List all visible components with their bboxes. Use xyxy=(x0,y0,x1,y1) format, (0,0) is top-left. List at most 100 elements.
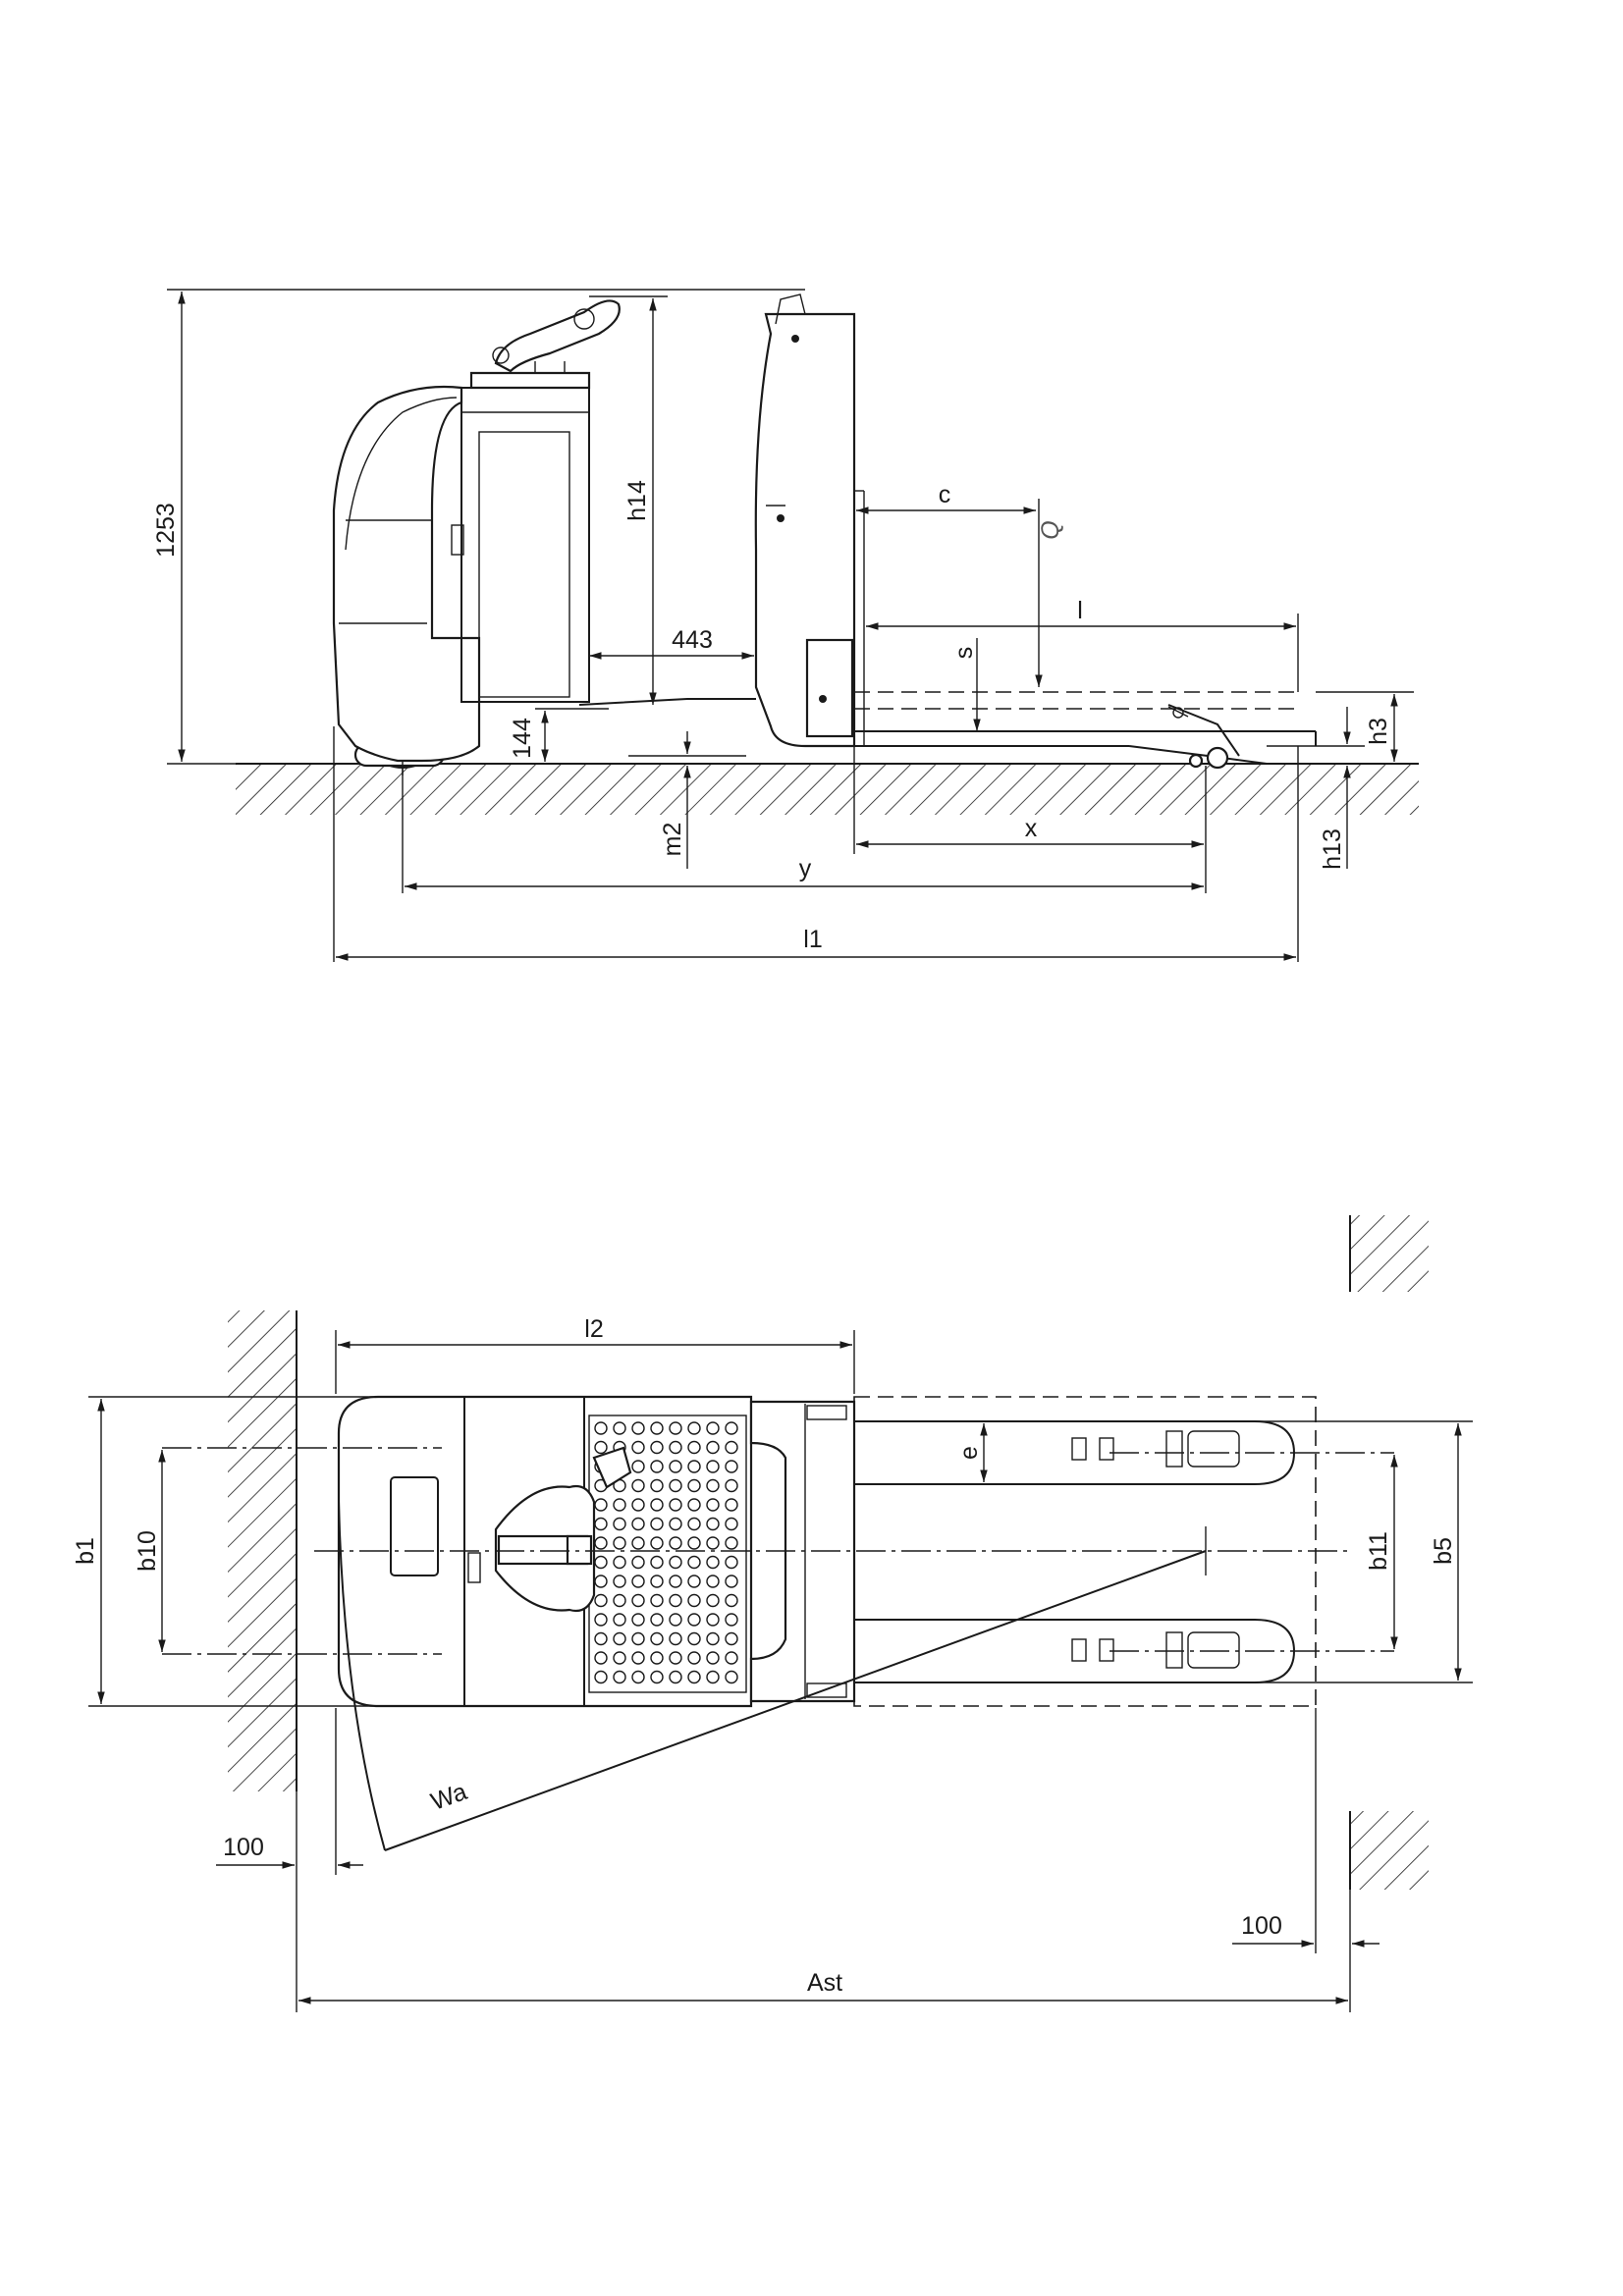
mesh-hole xyxy=(631,1478,645,1493)
mesh-hole xyxy=(613,1631,626,1646)
mesh-hole xyxy=(650,1651,664,1665)
mesh-hole xyxy=(725,1631,738,1646)
dim-l2 xyxy=(335,1330,855,1394)
label-Ast: Ast xyxy=(807,1969,842,1997)
mesh-hole xyxy=(669,1498,682,1512)
mesh-hole xyxy=(669,1440,682,1455)
mesh-hole xyxy=(669,1555,682,1570)
mesh-hole xyxy=(631,1498,645,1512)
mesh-hole xyxy=(650,1575,664,1588)
mesh-hole xyxy=(706,1478,720,1493)
mesh-hole xyxy=(631,1651,645,1665)
dim-Ast xyxy=(296,1791,1351,2012)
mesh-hole xyxy=(650,1593,664,1608)
turning-radius-line xyxy=(384,1550,1207,1851)
mesh-hole xyxy=(594,1593,608,1608)
mesh-hole xyxy=(706,1536,720,1550)
mesh-hole xyxy=(687,1631,701,1646)
mesh-hole xyxy=(669,1613,682,1627)
mesh-hole xyxy=(613,1593,626,1608)
dim-b1 xyxy=(88,1396,378,1707)
label-b11: b11 xyxy=(1365,1531,1392,1571)
mesh-hole xyxy=(669,1631,682,1646)
mesh-hole xyxy=(706,1440,720,1455)
mesh-hole xyxy=(725,1478,738,1493)
dim-144 xyxy=(535,708,609,762)
mesh-hole xyxy=(650,1421,664,1435)
mesh-hole xyxy=(631,1555,645,1570)
mesh-hole xyxy=(613,1575,626,1588)
mesh-hole xyxy=(687,1421,701,1435)
mesh-hole xyxy=(706,1613,720,1627)
mesh-hole xyxy=(650,1536,664,1550)
mesh-hole xyxy=(650,1555,664,1570)
mesh-hole xyxy=(706,1498,720,1512)
mesh-hole xyxy=(631,1593,645,1608)
mesh-hole xyxy=(613,1555,626,1570)
label-clearance-left: 100 xyxy=(223,1834,264,1861)
mesh-hole xyxy=(687,1478,701,1493)
mesh-hole xyxy=(687,1460,701,1473)
mesh-hole xyxy=(725,1593,738,1608)
label-overall-height: 1253 xyxy=(152,503,180,558)
mesh-hole xyxy=(631,1440,645,1455)
dim-m2 xyxy=(628,731,746,869)
mesh-hole xyxy=(594,1631,608,1646)
mesh-hole xyxy=(669,1478,682,1493)
mesh-hole xyxy=(669,1575,682,1588)
label-m2: m2 xyxy=(659,823,686,857)
mesh-hole xyxy=(669,1421,682,1435)
mesh-hole xyxy=(650,1440,664,1455)
label-b5: b5 xyxy=(1430,1537,1457,1565)
mesh-hole xyxy=(706,1575,720,1588)
mesh-hole xyxy=(687,1651,701,1665)
mesh-hole xyxy=(613,1670,626,1684)
mesh-hole xyxy=(650,1498,664,1512)
mesh-hole xyxy=(725,1613,738,1627)
label-l1: l1 xyxy=(803,926,822,953)
label-c: c xyxy=(939,481,951,508)
load-backrest xyxy=(754,294,865,748)
mesh-hole xyxy=(725,1517,738,1531)
mesh-hole xyxy=(631,1517,645,1531)
mesh-hole xyxy=(594,1498,608,1512)
label-Q: Q xyxy=(1037,520,1064,539)
operator-platform xyxy=(578,698,756,706)
wall-right-top xyxy=(1350,1215,1429,1292)
mesh-hole xyxy=(706,1670,720,1684)
mesh-hole xyxy=(613,1613,626,1627)
label-h13: h13 xyxy=(1319,828,1346,870)
mesh-hole xyxy=(725,1440,738,1455)
mesh-hole xyxy=(706,1460,720,1473)
label-h3: h3 xyxy=(1365,718,1392,745)
label-Wa: Wa xyxy=(427,1778,470,1816)
mesh-hole xyxy=(687,1536,701,1550)
mesh-hole xyxy=(650,1670,664,1684)
mesh-hole xyxy=(669,1460,682,1473)
battery-compartment xyxy=(460,387,590,703)
label-y: y xyxy=(799,855,812,882)
top-view: Wa l2 b1 b10 e b11 b5 xyxy=(72,1215,1473,2012)
wall-right-bottom xyxy=(1350,1811,1429,1890)
mesh-hole xyxy=(706,1631,720,1646)
label-144: 144 xyxy=(509,718,536,759)
mesh-hole xyxy=(669,1517,682,1531)
mesh-hole xyxy=(669,1593,682,1608)
label-h14: h14 xyxy=(623,480,651,521)
mesh-hole xyxy=(725,1421,738,1435)
label-x: x xyxy=(1025,815,1038,842)
mesh-hole xyxy=(669,1670,682,1684)
label-s: s xyxy=(950,647,978,660)
mesh-hole xyxy=(594,1651,608,1665)
label-443: 443 xyxy=(672,626,713,654)
mesh-hole xyxy=(631,1613,645,1627)
turning-radius-arc xyxy=(338,1501,386,1851)
dim-overall-height xyxy=(167,289,805,765)
mesh-hole xyxy=(613,1498,626,1512)
label-l2: l2 xyxy=(584,1315,603,1343)
floor-hatch xyxy=(236,764,1419,815)
mesh-hole xyxy=(725,1536,738,1550)
tiller-top xyxy=(494,1446,632,1613)
mesh-hole xyxy=(706,1517,720,1531)
